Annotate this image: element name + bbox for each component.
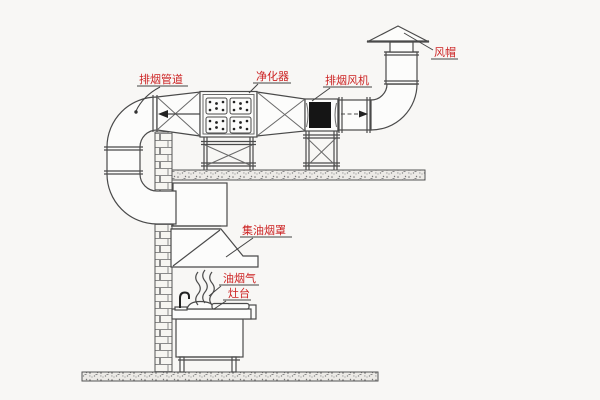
- duct-flanges: [104, 146, 143, 175]
- label-exhaust-fan: 排烟风机: [325, 73, 369, 87]
- stove-shelf: [178, 356, 240, 361]
- annotation-purifier: 净化器: [248, 69, 291, 94]
- fan-scroll-lines: [306, 102, 337, 128]
- smoke-lines: [195, 269, 215, 306]
- label-collection-hood: 集油烟罩: [242, 223, 286, 237]
- riser-elbow: [370, 83, 418, 131]
- outlet-transition: [256, 91, 306, 137]
- annotation-stove: 灶台: [213, 286, 251, 310]
- ground-slab: [81, 371, 379, 382]
- smoke-line: [202, 269, 208, 304]
- faucet: [179, 291, 190, 308]
- stove-leg-left: [179, 356, 185, 373]
- x-brace: [156, 91, 201, 137]
- hood-plenum: [172, 182, 228, 227]
- riser-flanges: [384, 51, 419, 85]
- fan-stand-brace: [306, 137, 337, 167]
- purifier-inner-frame: [202, 94, 255, 135]
- stove-assembly: [171, 291, 257, 373]
- annotation-wind-cap: 风帽: [403, 32, 458, 60]
- leader-line: [208, 285, 222, 297]
- leader-line: [225, 237, 254, 258]
- purifier-stand-brace: [204, 144, 253, 167]
- flow-arrow-right: [359, 110, 368, 118]
- purifier-cell: [205, 116, 228, 134]
- top-duct-run: [156, 90, 372, 170]
- annotations: 排烟管道 净化器 排烟风机 风帽 集油烟罩 油烟气: [134, 32, 458, 310]
- x-brace: [256, 91, 306, 137]
- leader-line: [403, 32, 434, 51]
- fan-motor: [309, 102, 331, 128]
- duct-flanges: [338, 97, 371, 133]
- annotation-exhaust-duct: 排烟管道: [134, 72, 188, 114]
- smoke-line: [195, 271, 201, 306]
- fan-stand-legs: [305, 131, 338, 170]
- label-wind-cap: 风帽: [434, 46, 456, 59]
- fan-stand-rails: [303, 134, 340, 167]
- purifier-stand-rails: [201, 140, 256, 167]
- purifier-cell: [229, 116, 252, 134]
- collection-hood: [170, 228, 259, 268]
- label-purifier: 净化器: [256, 69, 289, 83]
- smoke-line: [209, 271, 215, 306]
- stove-body: [175, 318, 244, 358]
- leader-line: [311, 87, 331, 102]
- tray: [211, 302, 250, 310]
- riser-duct: [385, 51, 418, 85]
- leader-line: [213, 300, 227, 310]
- purifier-cell: [229, 97, 252, 115]
- annotation-collection-hood: 集油烟罩: [225, 223, 292, 258]
- hood-baffle-line: [172, 229, 221, 267]
- leader-dot: [134, 110, 138, 114]
- annotation-exhaust-fan: 排烟风机: [311, 73, 372, 102]
- c-duct: [106, 96, 177, 225]
- annotation-oil-smoke: 油烟气: [208, 271, 259, 297]
- label-oil-smoke: 油烟气: [223, 271, 256, 285]
- discharge-duct: [337, 99, 372, 131]
- flow-arrow-left: [158, 110, 168, 118]
- cap-neck: [389, 41, 414, 53]
- purifier-stand-legs: [203, 137, 254, 170]
- leader-line: [135, 86, 161, 112]
- roof-slab: [171, 169, 426, 181]
- leader-line: [248, 83, 259, 94]
- brick-column: [154, 131, 173, 373]
- fan-unit: [303, 98, 340, 170]
- label-exhaust-duct: 排烟管道: [139, 72, 183, 86]
- label-stove: 灶台: [228, 286, 250, 300]
- purifier-cell: [205, 97, 228, 115]
- stove-leg-right: [231, 356, 237, 373]
- hood-assembly: [170, 182, 259, 268]
